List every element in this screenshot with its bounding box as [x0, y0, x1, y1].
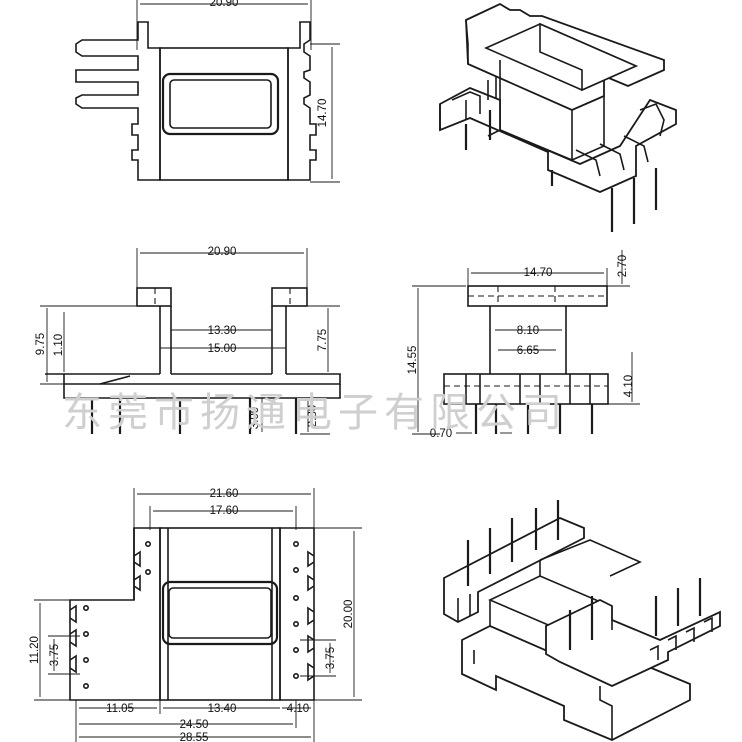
side-pin-dia-dim: 0.70: [430, 428, 452, 440]
side-top-dim: 2.70: [617, 255, 629, 277]
front-width-dim: 20.90: [208, 246, 237, 258]
isometric-view-bottom: [443, 500, 721, 741]
bottom-left-block-dim: 11.20: [29, 636, 41, 664]
side-base-dim: 4.10: [623, 375, 635, 397]
side-inner-core-dim: 6.65: [517, 345, 539, 357]
front-overall-height-dim: 9.75: [35, 333, 47, 355]
bottom-total-dim: 28.55: [180, 732, 209, 742]
front-view: 20.90 13.30 15.00 9.75 1.1: [35, 246, 341, 435]
isometric-view-top: [439, 2, 677, 232]
bottom-view: 21.60 17.60: [29, 488, 362, 742]
bottom-overall-width-dim: 21.60: [210, 488, 239, 500]
company-watermark: 东莞市扬通电子有限公司: [62, 390, 568, 436]
bottom-height-dim: 20.00: [343, 600, 355, 629]
side-core-dim: 8.10: [517, 325, 539, 337]
top-view-width-dim: 20.90: [210, 0, 239, 9]
front-window-height-dim: 7.75: [317, 329, 329, 351]
bottom-right-offset-dim: 4.10: [287, 703, 309, 715]
front-core-dim: 15.00: [208, 343, 237, 355]
bottom-span-dim: 24.50: [180, 719, 209, 731]
side-width-dim: 14.70: [524, 267, 553, 279]
front-inner-dim: 13.30: [208, 325, 237, 337]
side-view: 14.70 2.70 8.10 6.65 14.55: [407, 250, 640, 440]
side-overall-height-dim: 14.55: [407, 346, 419, 375]
bottom-left-offset-dim: 11.05: [106, 703, 134, 715]
bottom-left-pitch-dim: 3.75: [49, 644, 61, 666]
bottom-right-pitch-dim: 3.75: [325, 647, 337, 669]
front-base-height-dim: 2.80: [307, 405, 319, 427]
top-view: 20.90 14.70: [75, 0, 340, 183]
bottom-core-span-dim: 13.40: [208, 703, 237, 715]
front-flange-dim: 1.10: [53, 334, 65, 356]
bottom-inner-width-dim: 17.60: [210, 505, 239, 517]
front-pin-length-dim: 3.00: [249, 407, 261, 429]
top-view-height-dim: 14.70: [317, 99, 329, 128]
